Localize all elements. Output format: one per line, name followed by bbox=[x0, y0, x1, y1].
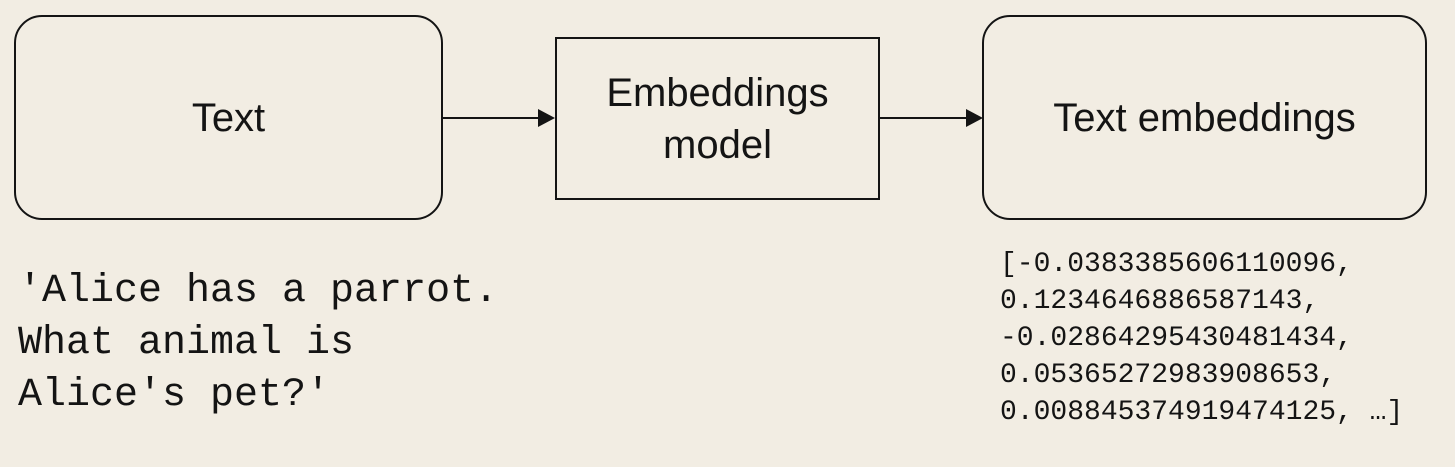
arrow-line bbox=[443, 117, 538, 119]
node-embeddings-model-label: Embeddings model bbox=[606, 70, 829, 167]
arrow-line bbox=[880, 117, 966, 119]
node-text-embeddings: Text embeddings bbox=[982, 15, 1427, 220]
arrow-right-icon bbox=[538, 109, 555, 127]
arrow-right-icon bbox=[966, 109, 983, 127]
node-embeddings-model: Embeddings model bbox=[555, 37, 880, 200]
example-input-text: 'Alice has a parrot. What animal is Alic… bbox=[18, 269, 499, 418]
node-text-input-label: Text bbox=[191, 95, 266, 140]
node-text-input: Text bbox=[14, 15, 443, 220]
flow-arrow-1 bbox=[443, 108, 555, 128]
flow-arrow-2 bbox=[880, 108, 983, 128]
node-text-embeddings-label: Text embeddings bbox=[1053, 95, 1356, 140]
example-output-vector: [-0.0383385606110096, 0.1234646886587143… bbox=[1000, 249, 1404, 428]
